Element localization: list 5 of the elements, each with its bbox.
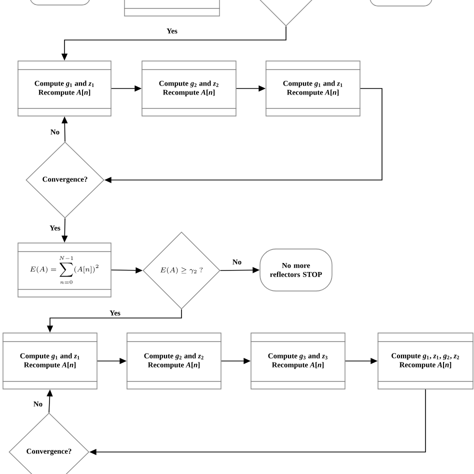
decision-diamond <box>260 0 312 26</box>
process-box <box>124 0 220 16</box>
terminal-box <box>370 0 432 6</box>
process-box: $E(A) = \sum_{n=0}^{N-1} (A[n])^{2}$ <box>17 242 112 298</box>
terminal-box <box>30 0 90 6</box>
